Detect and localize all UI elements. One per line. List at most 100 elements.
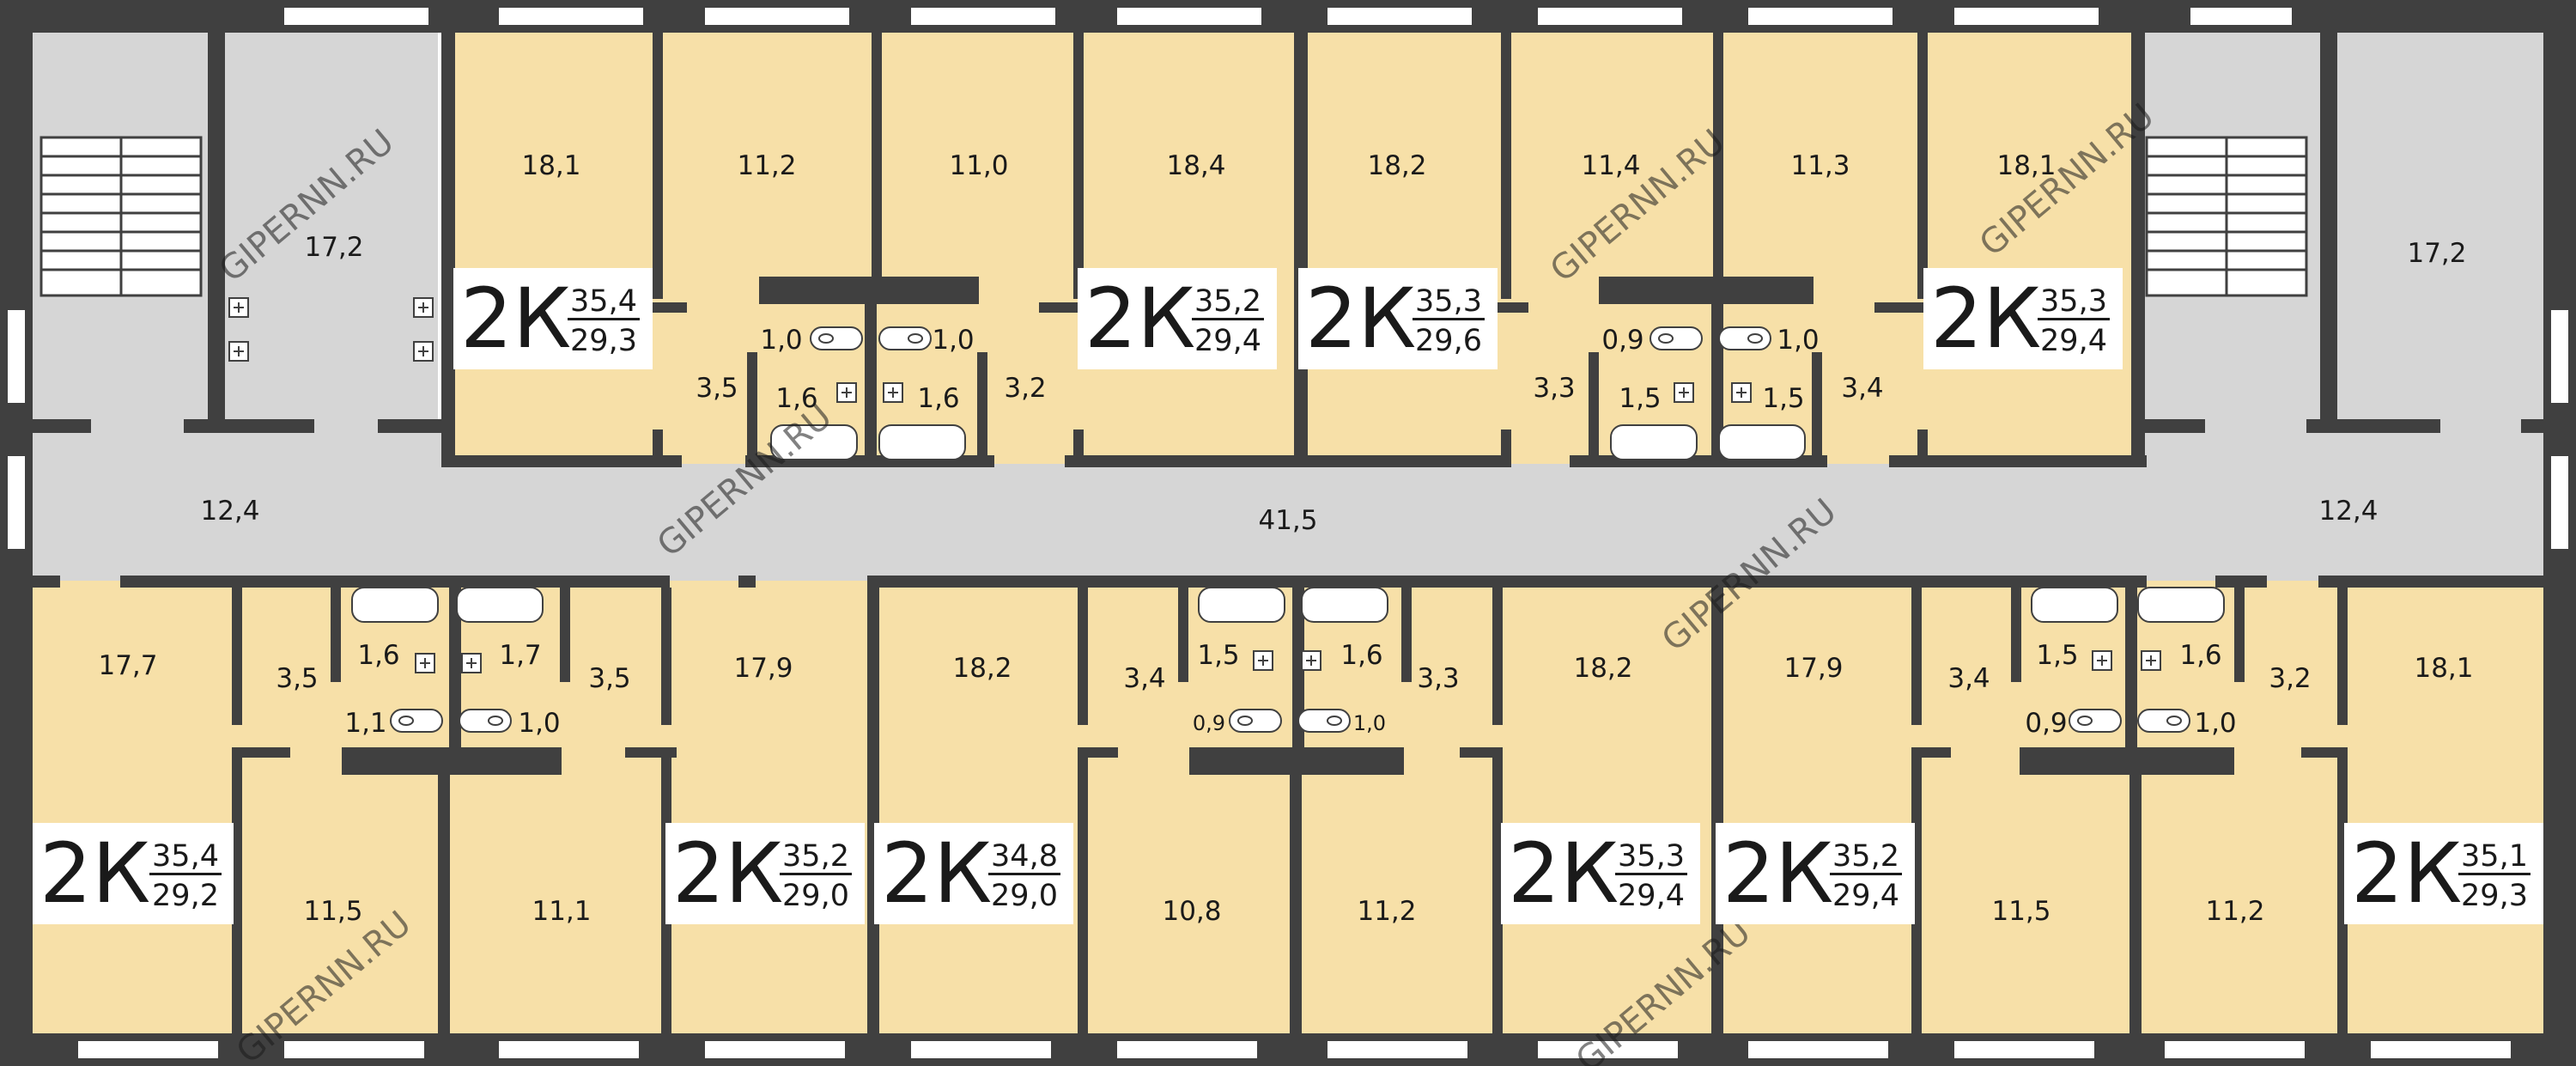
room-area: 18,1 — [1996, 150, 2056, 181]
hall-area: 3,2 — [2269, 663, 2311, 694]
toilet-icon — [1229, 709, 1282, 733]
window-icon — [1326, 1039, 1469, 1060]
bath-area: 1,6 — [1340, 640, 1382, 671]
wc-area: 0,9 — [2025, 708, 2067, 739]
room-area: 18,1 — [2414, 653, 2473, 684]
top-apartments-floor — [448, 33, 2138, 464]
area-west-stair-room: 17,2 — [304, 232, 363, 263]
apartment-living-area: 29,4 — [1832, 879, 1899, 913]
room-area: 11,2 — [2205, 896, 2264, 927]
room-area: 11,5 — [1991, 896, 2050, 927]
window-icon — [1536, 1039, 1680, 1060]
apartment-type: 2К — [1722, 825, 1833, 922]
toilet-icon — [810, 326, 863, 350]
window-icon — [2369, 1039, 2512, 1060]
window-icon — [2549, 454, 2570, 551]
room-area: 17,9 — [733, 653, 793, 684]
area-east-stair-room: 17,2 — [2407, 238, 2466, 269]
apartment-label: 2К 35,3 29,6 — [1298, 268, 1498, 369]
apartment-living-area: 29,4 — [1194, 324, 1261, 358]
apartment-living-area: 29,4 — [1618, 879, 1685, 913]
socket-icon — [2141, 650, 2161, 671]
apartment-type: 2К — [460, 271, 571, 367]
wc-area: 1,0 — [2194, 708, 2236, 739]
socket-icon — [228, 297, 249, 318]
wc-area: 1,0 — [760, 325, 802, 356]
window-icon — [283, 1039, 426, 1060]
apartment-total-area: 35,2 — [1194, 284, 1261, 319]
window-icon — [6, 454, 27, 551]
room-area: 11,2 — [1357, 896, 1416, 927]
bathtub-icon — [2031, 587, 2118, 623]
window-icon — [2189, 6, 2293, 27]
apartment-label: 2К 35,3 29,4 — [1501, 823, 1700, 924]
apartment-total-area: 35,1 — [2461, 839, 2528, 874]
toilet-icon — [878, 326, 932, 350]
window-icon — [909, 6, 1057, 27]
apartment-living-area: 29,3 — [570, 324, 637, 358]
apartment-type: 2К — [39, 825, 150, 922]
window-icon — [1115, 1039, 1259, 1060]
bathtub-icon — [770, 424, 858, 460]
east-stair-room-floor — [2336, 33, 2543, 428]
bath-area: 1,5 — [1197, 640, 1239, 671]
bathtub-icon — [1198, 587, 1285, 623]
apartment-type: 2К — [881, 825, 992, 922]
apartment-total-area: 35,3 — [2040, 284, 2107, 319]
socket-icon — [836, 382, 857, 403]
apartment-label: 2К 35,2 29,0 — [665, 823, 865, 924]
apartment-total-area: 34,8 — [991, 839, 1058, 874]
hall-area: 3,4 — [1123, 663, 1165, 694]
room-area: 10,8 — [1162, 896, 1221, 927]
window-icon — [703, 6, 851, 27]
bathtub-icon — [351, 587, 439, 623]
window-icon — [1747, 1039, 1890, 1060]
window-icon — [497, 1039, 641, 1060]
apartment-total-area: 35,2 — [1832, 839, 1899, 874]
room-area: 17,9 — [1783, 653, 1843, 684]
room-area: 11,1 — [532, 896, 591, 927]
bathtub-icon — [1718, 424, 1806, 460]
room-area: 11,2 — [737, 150, 796, 181]
window-icon — [497, 6, 645, 27]
wc-area: 1,0 — [1777, 325, 1819, 356]
window-icon — [703, 1039, 847, 1060]
apartment-total-area: 35,2 — [782, 839, 849, 874]
socket-icon — [415, 653, 435, 673]
wc-area: 1,0 — [1353, 711, 1386, 735]
room-area: 11,5 — [303, 896, 362, 927]
wc-area: 0,9 — [1601, 325, 1643, 356]
hall-area: 3,3 — [1417, 663, 1459, 694]
window-icon — [2163, 1039, 2306, 1060]
socket-icon — [1301, 650, 1321, 671]
socket-icon — [883, 382, 903, 403]
apartment-total-area: 35,3 — [1618, 839, 1685, 874]
window-icon — [1953, 1039, 2096, 1060]
stair-icon — [2145, 136, 2308, 297]
toilet-icon — [390, 709, 443, 733]
toilet-icon — [1718, 326, 1771, 350]
area-east-hall: 12,4 — [2318, 496, 2378, 527]
apartment-living-area: 29,4 — [2040, 324, 2107, 358]
wc-area: 1,0 — [518, 708, 560, 739]
apartment-label: 2К 34,8 29,0 — [874, 823, 1073, 924]
hall-area: 3,4 — [1841, 373, 1883, 404]
room-area: 11,3 — [1790, 150, 1850, 181]
apartment-total-area: 35,3 — [1415, 284, 1482, 319]
window-icon — [283, 6, 430, 27]
apartment-living-area: 29,0 — [782, 879, 849, 913]
socket-icon — [2092, 650, 2112, 671]
hall-area: 3,2 — [1004, 373, 1046, 404]
apartment-living-area: 29,6 — [1415, 324, 1482, 358]
window-icon — [76, 1039, 220, 1060]
toilet-icon — [1297, 709, 1351, 733]
room-area: 18,4 — [1166, 150, 1225, 181]
toilet-icon — [1649, 326, 1703, 350]
apartment-living-area: 29,2 — [152, 879, 219, 913]
bathtub-icon — [1301, 587, 1388, 623]
apartment-type: 2К — [1305, 271, 1416, 367]
apartment-label: 2К 35,3 29,4 — [1923, 268, 2123, 369]
apartment-living-area: 29,3 — [2461, 879, 2528, 913]
room-area: 18,2 — [1367, 150, 1426, 181]
bath-area: 1,6 — [917, 383, 959, 414]
